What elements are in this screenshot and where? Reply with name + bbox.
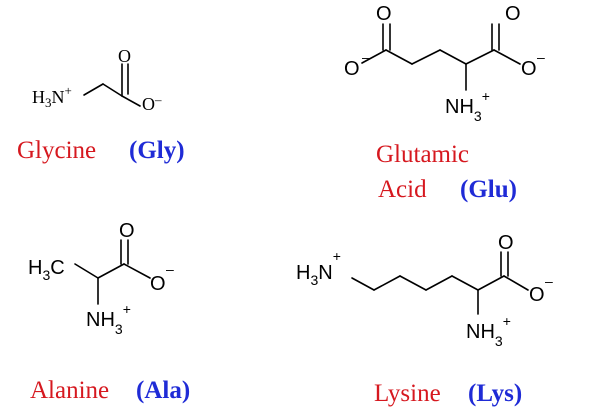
glycine-abbr: (Gly): [129, 137, 185, 164]
lysine-label: Lysine (Lys): [374, 380, 522, 407]
glycine-name: Glycine: [17, 137, 96, 164]
lysine-structure: H3N+ O O – NH3+: [296, 232, 553, 349]
glu-side-o-double: O: [376, 3, 392, 25]
lys-side-amine: H3N+: [296, 248, 341, 288]
alanine-label: Alanine (Ala): [30, 377, 190, 404]
lys-abbr: (Lys): [468, 380, 522, 407]
ala-amine: NH3+: [86, 301, 131, 337]
ala-charge: –: [166, 261, 174, 277]
lys-charge: –: [545, 273, 553, 289]
glu-side-charge: –: [362, 49, 370, 65]
glu-alpha-charge: –: [537, 49, 545, 65]
ala-methyl: H3C: [28, 257, 65, 283]
lys-carboxylate-o: O: [529, 284, 545, 306]
lys-carbonyl-o: O: [498, 232, 514, 254]
glycine-carbonyl-o: O: [118, 46, 131, 66]
glutamic-acid-structure: O O – O O – NH3+: [344, 3, 545, 124]
glu-alpha-o-minus: O: [521, 58, 537, 80]
glu-name-line1: Glutamic: [376, 141, 469, 168]
ala-carboxylate-o: O: [150, 273, 166, 295]
lys-amine: NH3+: [466, 313, 511, 349]
glycine-carboxylate-o: O–: [142, 92, 162, 114]
ala-carbonyl-o: O: [119, 220, 135, 242]
glycine-amine-label: H3N+: [32, 83, 72, 110]
alanine-structure: H3C O O – NH3+: [28, 220, 174, 337]
lys-name: Lysine: [374, 380, 441, 407]
glu-amine: NH3+: [445, 88, 490, 124]
glutamic-acid-label: Glutamic Acid (Glu): [376, 141, 517, 203]
ala-abbr: (Ala): [136, 377, 190, 404]
glu-name-line2: Acid: [378, 176, 427, 203]
glycine-structure: H3N+ O O–: [32, 46, 162, 114]
glycine-label: Glycine (Gly): [17, 137, 185, 164]
glu-side-o-minus: O: [344, 58, 360, 80]
glu-abbr: (Glu): [460, 176, 517, 203]
ala-name: Alanine: [30, 377, 109, 404]
glu-alpha-o-double: O: [505, 3, 521, 25]
